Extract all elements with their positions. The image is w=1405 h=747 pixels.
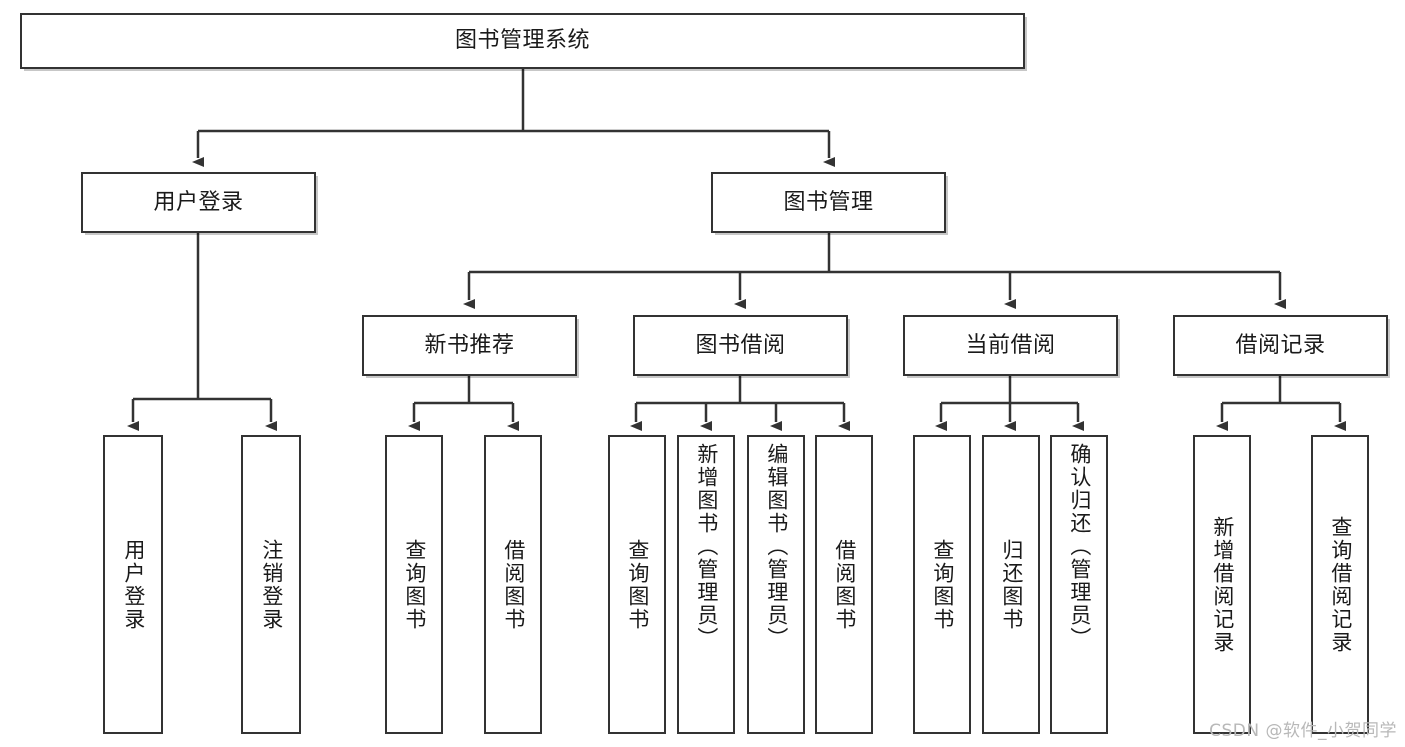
node-label: 新增图书（管理员） xyxy=(694,443,719,650)
node-label: 用户登录 xyxy=(121,538,146,631)
node-user-login[interactable]: 用户登录 xyxy=(81,172,316,233)
leaf-current-borrow-return-book[interactable]: 归还图书 xyxy=(982,435,1040,734)
leaf-new-book-query-book[interactable]: 查询图书 xyxy=(385,435,443,734)
leaf-book-borrow-borrow-book[interactable]: 借阅图书 xyxy=(815,435,873,734)
node-book-management[interactable]: 图书管理 xyxy=(711,172,946,233)
node-label: 借阅图书 xyxy=(501,538,526,631)
node-label: 注销登录 xyxy=(259,538,284,631)
watermark-text: CSDN @软件_小贺同学 xyxy=(1209,721,1397,741)
node-borrow-record[interactable]: 借阅记录 xyxy=(1173,315,1388,376)
node-label: 图书管理系统 xyxy=(454,28,590,54)
node-label: 当前借阅 xyxy=(965,332,1056,358)
node-label: 图书管理 xyxy=(783,189,874,215)
leaf-current-borrow-confirm-return-admin[interactable]: 确认归还（管理员） xyxy=(1050,435,1108,734)
node-book-borrow[interactable]: 图书借阅 xyxy=(633,315,848,376)
node-label: 编辑图书（管理员） xyxy=(764,443,789,650)
node-label: 新书推荐 xyxy=(424,332,515,358)
leaf-new-book-borrow-book[interactable]: 借阅图书 xyxy=(484,435,542,734)
node-label: 查询图书 xyxy=(402,538,427,631)
leaf-borrow-record-query-record[interactable]: 查询借阅记录 xyxy=(1311,435,1369,734)
leaf-book-borrow-edit-book-admin[interactable]: 编辑图书（管理员） xyxy=(747,435,805,734)
leaf-user-login-logout[interactable]: 注销登录 xyxy=(241,435,301,734)
leaf-current-borrow-query-book[interactable]: 查询图书 xyxy=(913,435,971,734)
leaf-borrow-record-add-record[interactable]: 新增借阅记录 xyxy=(1193,435,1251,734)
node-new-book-recommend[interactable]: 新书推荐 xyxy=(362,315,577,376)
node-label: 借阅图书 xyxy=(832,538,857,631)
node-root-book-management-system[interactable]: 图书管理系统 xyxy=(20,13,1025,69)
node-label: 新增借阅记录 xyxy=(1210,515,1235,654)
leaf-user-login-login[interactable]: 用户登录 xyxy=(103,435,163,734)
node-current-borrow[interactable]: 当前借阅 xyxy=(903,315,1118,376)
node-label: 查询图书 xyxy=(625,538,650,631)
leaf-book-borrow-query-book[interactable]: 查询图书 xyxy=(608,435,666,734)
node-label: 用户登录 xyxy=(153,189,244,215)
node-label: 归还图书 xyxy=(999,538,1024,631)
node-label: 借阅记录 xyxy=(1235,332,1326,358)
node-label: 图书借阅 xyxy=(695,332,786,358)
node-label: 查询图书 xyxy=(930,538,955,631)
leaf-book-borrow-add-book-admin[interactable]: 新增图书（管理员） xyxy=(677,435,735,734)
node-label: 查询借阅记录 xyxy=(1328,515,1353,654)
node-label: 确认归还（管理员） xyxy=(1067,443,1092,650)
